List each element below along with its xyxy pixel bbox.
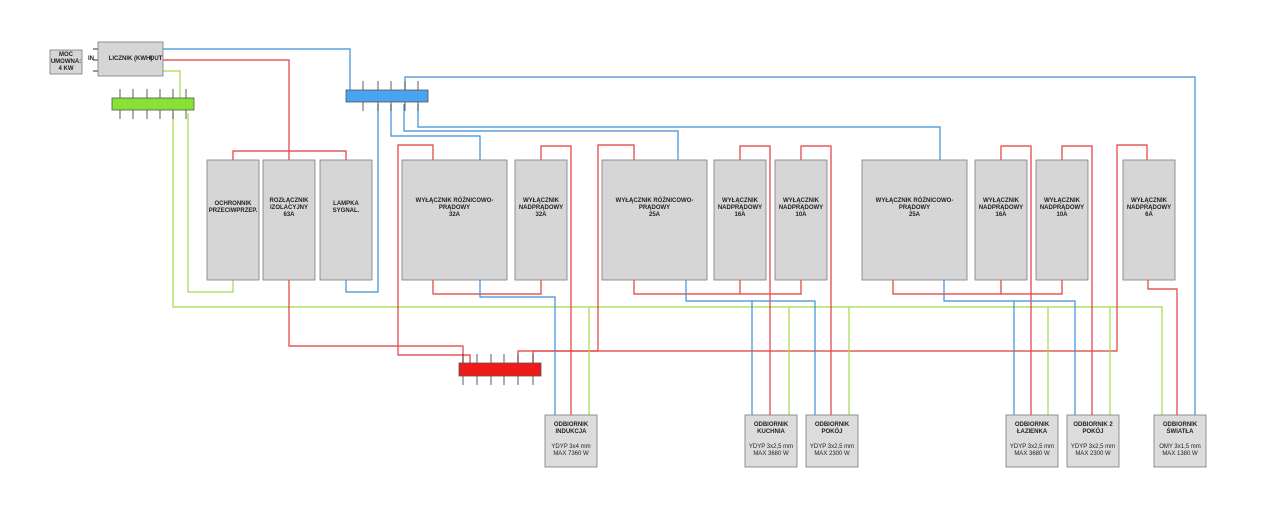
device-lamp <box>319 159 373 281</box>
receiver-r6 <box>1153 414 1207 468</box>
meter-out-earth <box>163 70 181 98</box>
surge-to-earth <box>187 113 234 293</box>
lbus-to-rcd2 <box>517 144 635 363</box>
mcb3-top-phase <box>800 145 832 415</box>
mcb6-out-phase <box>1147 280 1178 415</box>
rcd1-neutral-out <box>479 280 556 415</box>
device-rcd3 <box>861 159 968 281</box>
device-mcb3 <box>774 159 828 281</box>
meter-out-neutral <box>163 48 351 90</box>
rcd2-to-mcb-phase <box>633 280 802 295</box>
device-mcb4 <box>974 159 1028 281</box>
lbus-to-rcd1 <box>397 144 471 363</box>
device-mcb2 <box>713 159 767 281</box>
meter-out-phase <box>163 59 290 160</box>
device-mcb5 <box>1035 159 1089 281</box>
device-mcb6 <box>1122 159 1176 281</box>
neutral-to-rcd2 <box>403 104 679 160</box>
receiver-r4 <box>1005 414 1059 468</box>
earth-main-bus <box>172 113 1163 415</box>
device-rcd2 <box>601 159 708 281</box>
receiver-r3 <box>805 414 859 468</box>
earth-busbar <box>111 89 195 119</box>
neutral-busbar <box>345 81 429 111</box>
receiver-r2 <box>744 414 798 468</box>
surge-top-phase <box>232 150 347 160</box>
receiver-r5 <box>1066 414 1120 468</box>
neutral-to-rcd1 <box>390 104 481 160</box>
device-rcd1 <box>401 159 508 281</box>
rcd2-neutral-out <box>685 280 816 415</box>
lamp-neutral <box>345 104 379 293</box>
device-mcb1 <box>514 159 568 281</box>
mcb2-top-phase <box>739 145 771 415</box>
mcb1-top-phase <box>540 145 572 415</box>
meter-box <box>97 41 164 77</box>
mcb4-top-phase <box>1000 145 1032 415</box>
lbus-to-rcd3 <box>532 144 1148 363</box>
contract-box <box>49 49 83 75</box>
rcd3-to-mcb-phase <box>892 280 1063 295</box>
rcd1-to-mcb1-phase <box>432 280 542 295</box>
neutral-to-rcd3 <box>417 104 941 160</box>
device-surge <box>206 159 260 281</box>
phase-busbar <box>458 354 542 385</box>
rcd3-neutral-out <box>943 280 1076 415</box>
receiver-r1 <box>544 414 598 468</box>
mcb5-top-phase <box>1061 145 1093 415</box>
device-isolator <box>262 159 316 281</box>
